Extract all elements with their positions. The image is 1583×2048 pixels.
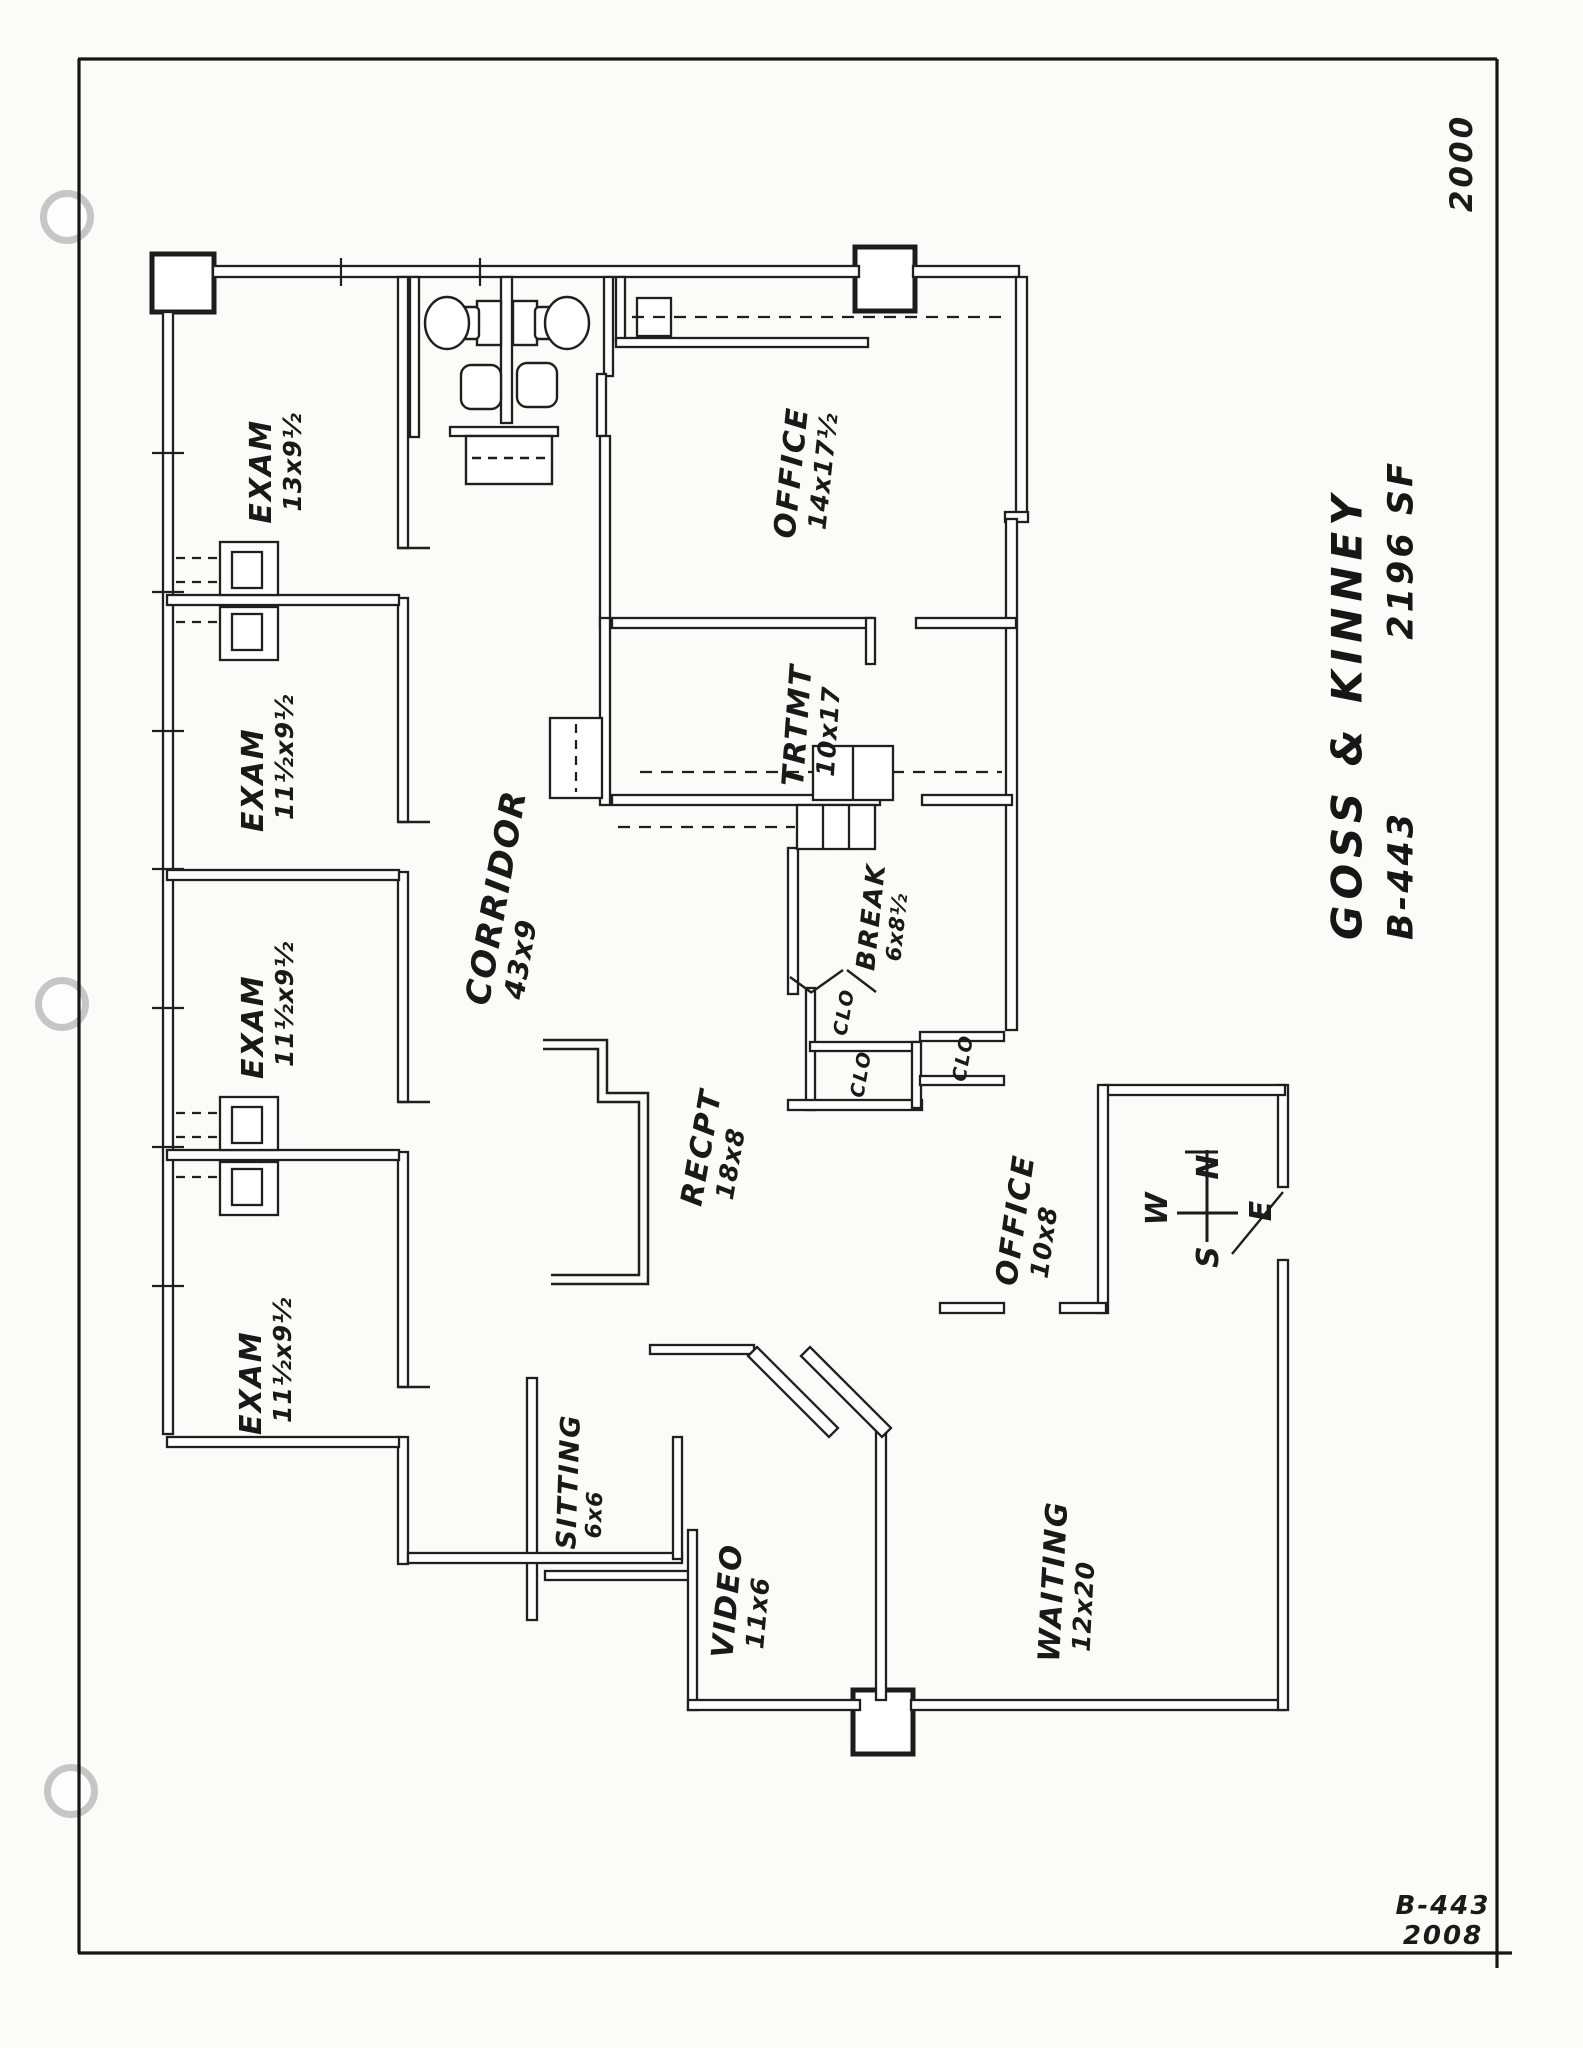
punch-hole bbox=[40, 190, 94, 244]
restroom-fixtures bbox=[423, 295, 591, 486]
area-square-feet: 2196 SF bbox=[1381, 460, 1422, 640]
revision-number: B-443 bbox=[1395, 1891, 1491, 1921]
columns bbox=[149, 244, 918, 1757]
compass-west: W bbox=[1140, 1191, 1175, 1226]
border-frame bbox=[77, 57, 1512, 1968]
client-name: GOSS & KINNEY bbox=[1322, 489, 1372, 940]
compass-icon: N W E S bbox=[1140, 1150, 1279, 1268]
door-marks bbox=[398, 546, 1284, 1389]
year-note: 2000 bbox=[1444, 113, 1480, 213]
punch-hole bbox=[44, 1764, 98, 1818]
compass-north: N bbox=[1191, 1154, 1226, 1179]
casework bbox=[176, 296, 1010, 1217]
walls bbox=[161, 264, 1290, 1712]
reception-counter bbox=[543, 1038, 650, 1286]
compass-south: S bbox=[1191, 1246, 1226, 1268]
compass-east: E bbox=[1244, 1200, 1279, 1221]
wall-ticks bbox=[152, 258, 482, 1288]
title-block: GOSS & KINNEY B-443 2196 SF bbox=[1323, 460, 1422, 940]
project-number: B-443 bbox=[1381, 810, 1422, 940]
revision-block: B-443 2008 bbox=[1388, 1891, 1498, 1952]
revision-year: 2008 bbox=[1402, 1920, 1484, 1951]
